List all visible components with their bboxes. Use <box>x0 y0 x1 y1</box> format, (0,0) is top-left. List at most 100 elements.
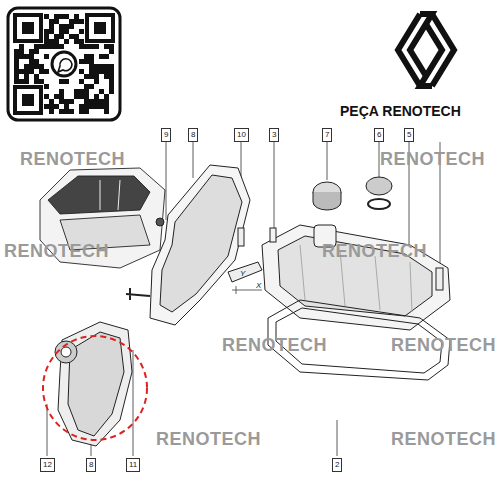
qr-module <box>104 104 109 109</box>
qr-module <box>74 19 79 24</box>
callout-number: 12 <box>40 458 55 472</box>
qr-module <box>74 94 79 99</box>
qr-module <box>104 99 109 104</box>
qr-module <box>34 49 39 54</box>
qr-module <box>94 99 99 104</box>
qr-module <box>44 69 49 74</box>
qr-module <box>99 64 104 69</box>
qr-code <box>14 14 114 114</box>
qr-module <box>104 109 109 114</box>
qr-module <box>99 99 104 104</box>
qr-module <box>109 79 114 84</box>
qr-module <box>54 44 59 49</box>
qr-module <box>74 39 79 44</box>
qr-module <box>99 104 104 109</box>
watermark: RENOTECH <box>391 430 496 448</box>
qr-module <box>64 109 69 114</box>
qr-module <box>14 69 19 74</box>
lower-timing-cover <box>55 322 132 446</box>
qr-module <box>39 44 44 49</box>
qr-module <box>29 59 34 64</box>
qr-module <box>89 84 94 89</box>
callout-number: 8 <box>188 128 198 142</box>
qr-module <box>69 19 74 24</box>
qr-module <box>44 54 49 59</box>
qr-module <box>69 24 74 29</box>
qr-module <box>69 109 74 114</box>
qr-module <box>44 34 49 39</box>
qr-module <box>24 74 29 79</box>
axis-label: X <box>256 282 261 290</box>
qr-module <box>94 69 99 74</box>
qr-module <box>69 34 74 39</box>
qr-module <box>59 24 64 29</box>
qr-module <box>29 49 34 54</box>
qr-module <box>19 49 24 54</box>
qr-module <box>79 94 84 99</box>
whatsapp-icon <box>58 59 72 72</box>
leader-line <box>47 142 440 456</box>
watermark: RENOTECH <box>391 336 496 354</box>
qr-module <box>99 69 104 74</box>
axis-label: Y <box>240 270 245 278</box>
qr-module <box>94 94 99 99</box>
watermark: RENOTECH <box>156 430 261 448</box>
qr-module <box>39 69 44 74</box>
callout-number: 3 <box>269 128 279 142</box>
watermark: RENOTECH <box>4 242 109 260</box>
qr-module <box>59 29 64 34</box>
qr-module <box>34 79 39 84</box>
qr-module <box>64 99 69 104</box>
callout-number: 2 <box>332 458 342 472</box>
qr-module <box>89 74 94 79</box>
qr-module <box>49 109 54 114</box>
qr-module <box>84 89 89 94</box>
qr-module <box>109 89 114 94</box>
qr-module <box>109 69 114 74</box>
qr-module <box>84 59 89 64</box>
qr-module <box>84 109 89 114</box>
qr-module <box>54 34 59 39</box>
qr-module <box>84 74 89 79</box>
qr-module <box>104 94 109 99</box>
qr-module <box>44 39 49 44</box>
qr-module <box>89 54 94 59</box>
watermark: RENOTECH <box>322 242 427 260</box>
qr-module <box>59 99 64 104</box>
qr-module <box>54 104 59 109</box>
qr-module <box>99 89 104 94</box>
qr-module <box>14 74 19 79</box>
qr-module <box>14 59 19 64</box>
qr-module <box>49 29 54 34</box>
callout-number: 10 <box>234 128 249 142</box>
qr-module <box>74 14 79 19</box>
qr-module <box>89 99 94 104</box>
qr-module <box>89 59 94 64</box>
qr-module <box>14 54 19 59</box>
qr-module <box>29 64 34 69</box>
qr-module <box>49 104 54 109</box>
qr-module <box>29 54 34 59</box>
qr-module <box>79 59 84 64</box>
qr-module <box>49 24 54 29</box>
whatsapp-icon <box>52 52 76 76</box>
qr-module <box>19 79 24 84</box>
sensor-bolt <box>228 228 262 294</box>
qr-module <box>54 19 59 24</box>
qr-module <box>84 104 89 109</box>
qr-module <box>109 44 114 49</box>
qr-module <box>109 64 114 69</box>
qr-module <box>89 44 94 49</box>
qr-module <box>64 104 69 109</box>
qr-module <box>54 14 59 19</box>
qr-module <box>44 94 49 99</box>
qr-module <box>94 44 99 49</box>
qr-module <box>44 29 49 34</box>
callout-number: 5 <box>404 128 414 142</box>
qr-module <box>79 89 84 94</box>
qr-module <box>94 64 99 69</box>
qr-module <box>54 39 59 44</box>
qr-module <box>39 79 44 84</box>
qr-module <box>84 44 89 49</box>
qr-module <box>104 74 109 79</box>
